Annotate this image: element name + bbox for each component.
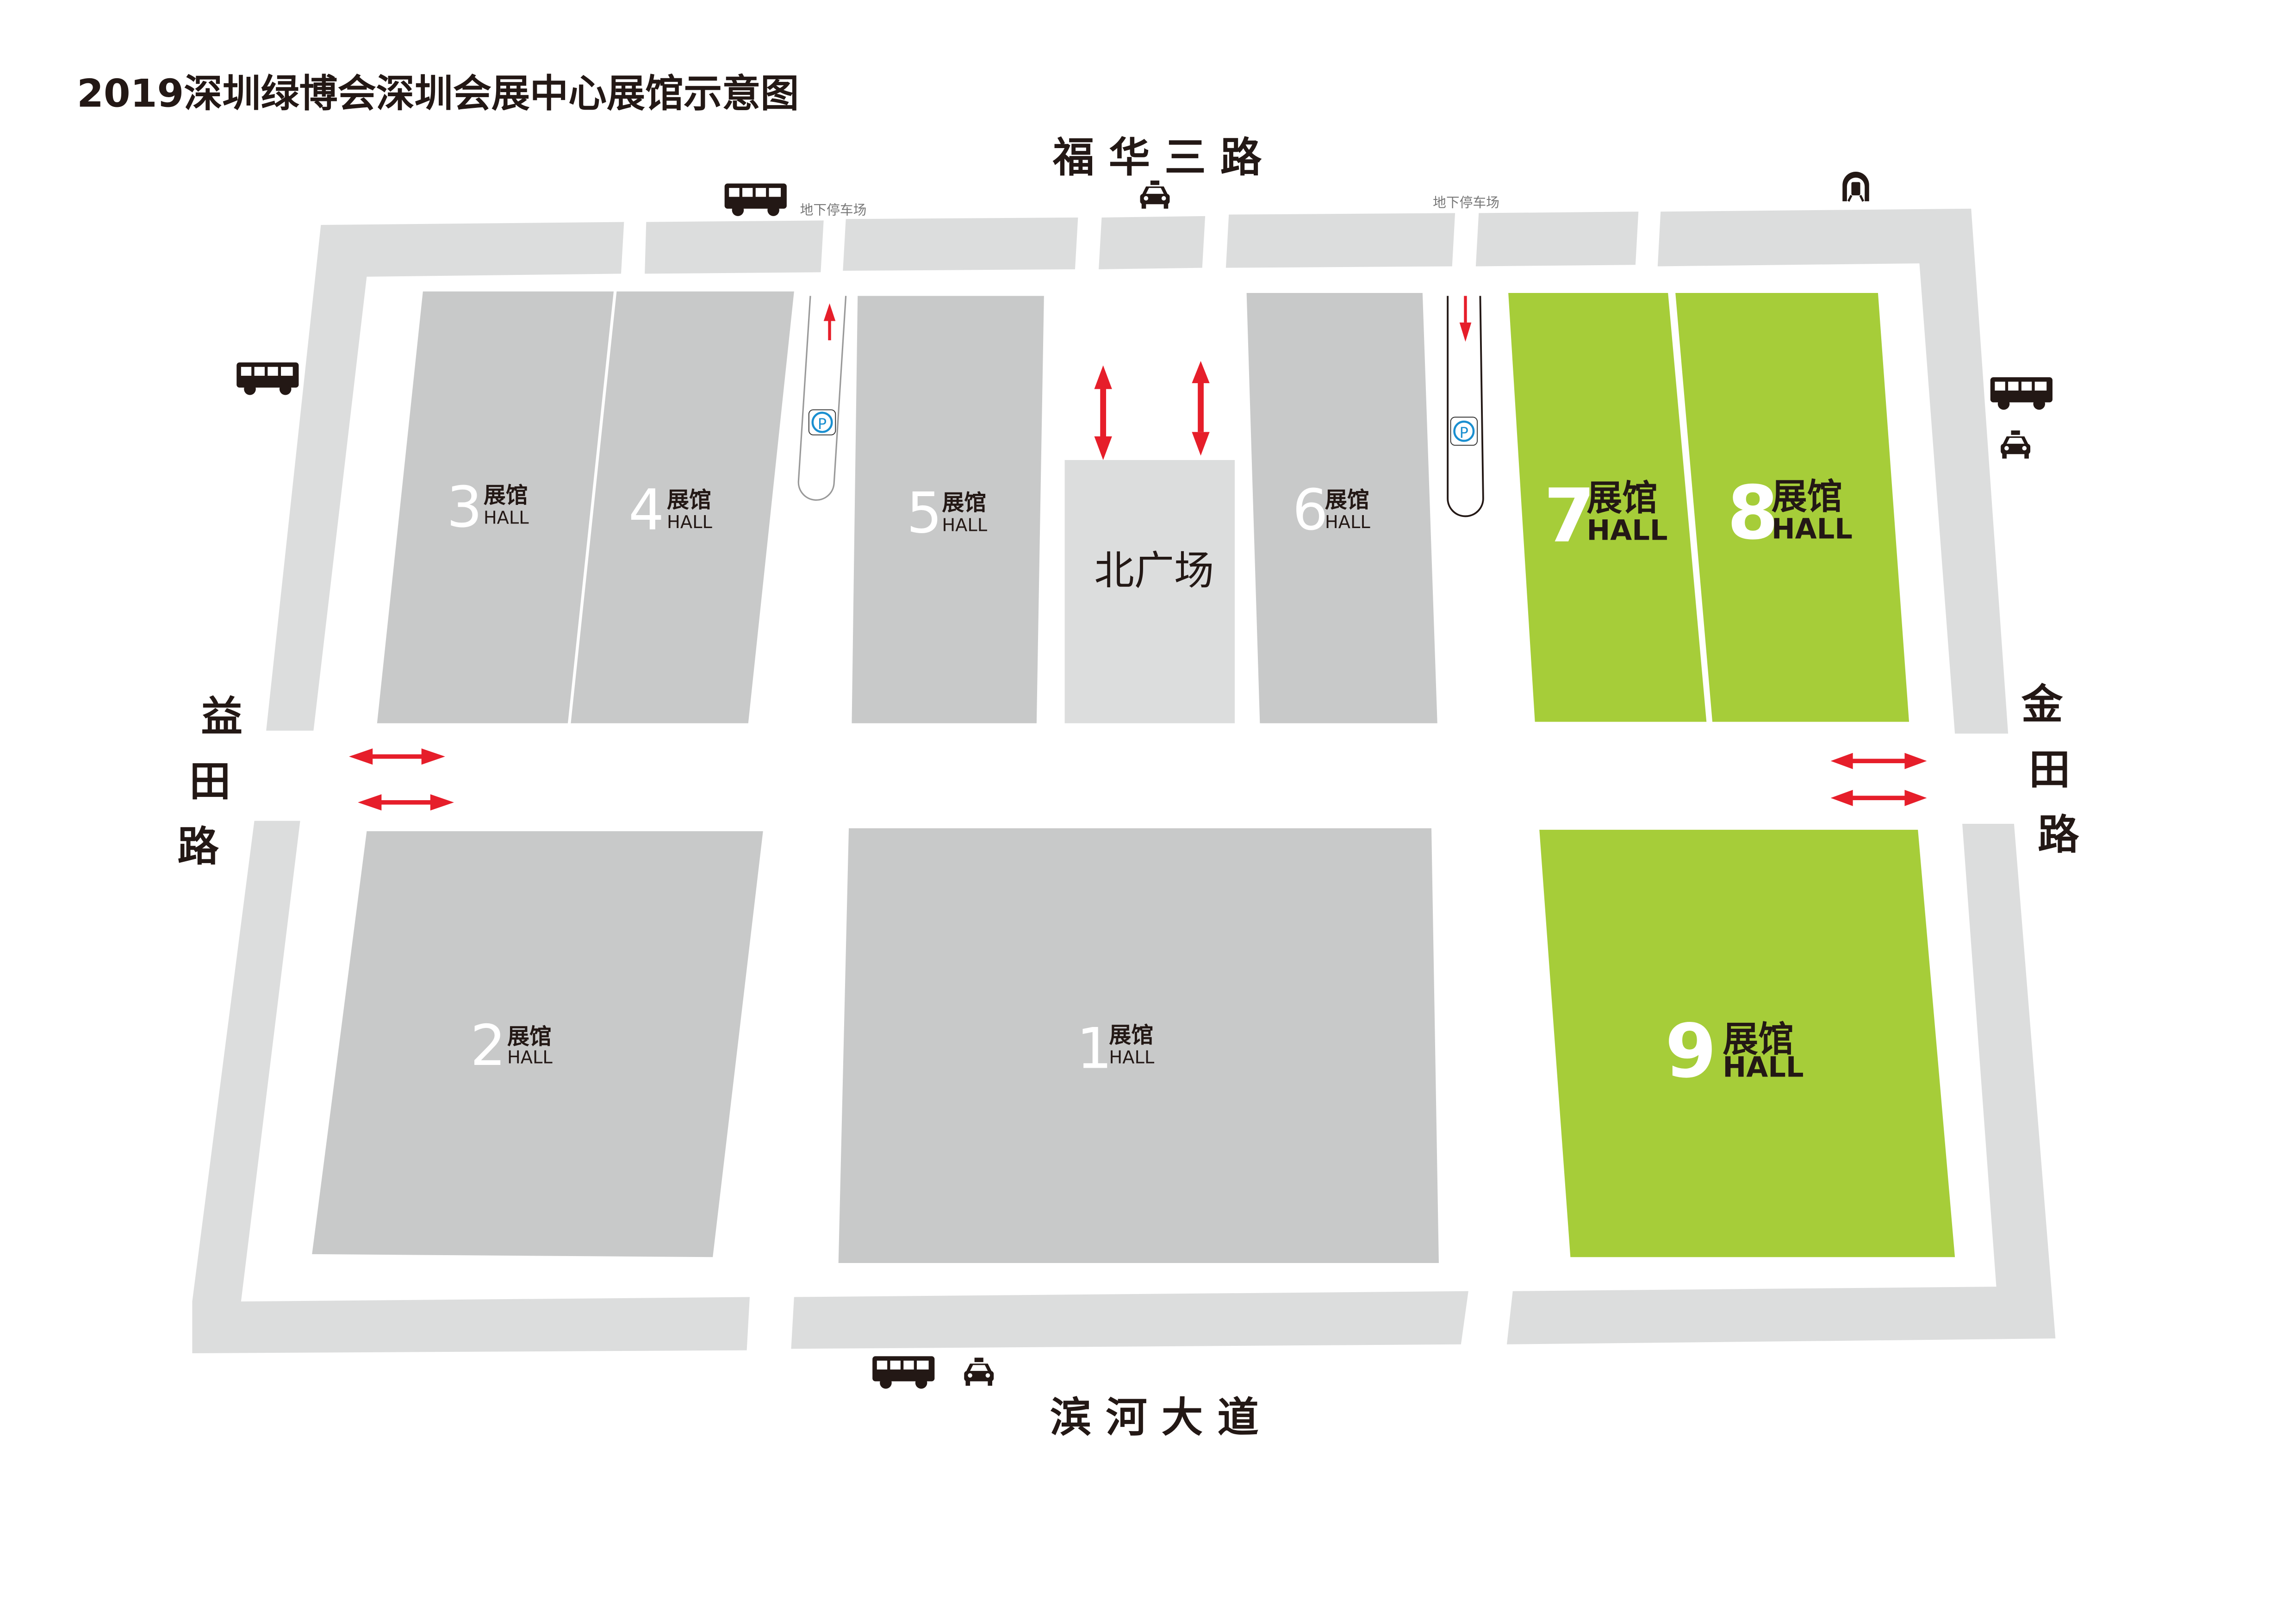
svg-text:展馆: 展馆 xyxy=(942,491,986,516)
two-way-arrow xyxy=(349,748,445,765)
road-ring xyxy=(192,208,2056,1353)
svg-text:P: P xyxy=(1460,424,1468,442)
svg-text:HALL: HALL xyxy=(1723,1051,1804,1083)
svg-text:8: 8 xyxy=(1727,470,1779,556)
two-way-arrow xyxy=(1192,361,1210,456)
svg-text:金: 金 xyxy=(2021,681,2063,729)
entry-arrow-up xyxy=(823,303,836,341)
svg-text:路: 路 xyxy=(2038,811,2079,859)
svg-text:HALL: HALL xyxy=(507,1047,553,1068)
hall-1[interactable] xyxy=(838,828,1439,1263)
metro-icon xyxy=(1842,172,1869,201)
svg-text:P: P xyxy=(818,415,827,433)
svg-text:HALL: HALL xyxy=(1772,513,1853,545)
parking-label: 地下停车场 xyxy=(1433,195,1499,211)
street-east: 金 田 路 xyxy=(2021,681,2079,859)
street-north: 福 华 三 路 xyxy=(1052,134,1262,182)
parking-icon: P xyxy=(1450,417,1478,446)
parking-lane-east xyxy=(1447,296,1484,517)
svg-text:路: 路 xyxy=(177,823,219,871)
svg-text:展馆: 展馆 xyxy=(667,487,711,513)
hall-3[interactable] xyxy=(377,291,614,723)
bus-icon xyxy=(724,183,787,216)
svg-text:展馆: 展馆 xyxy=(1723,1019,1793,1060)
svg-text:田: 田 xyxy=(2029,746,2070,794)
svg-text:2: 2 xyxy=(470,1013,506,1078)
hall-4[interactable] xyxy=(571,291,794,723)
svg-text:田: 田 xyxy=(189,758,230,806)
north-plaza-label: 北广场 xyxy=(1094,548,1214,594)
svg-text:HALL: HALL xyxy=(1109,1047,1154,1068)
bus-icon xyxy=(872,1356,935,1389)
svg-text:5: 5 xyxy=(907,480,942,546)
hall-6[interactable] xyxy=(1246,292,1437,723)
hall-7[interactable] xyxy=(1508,292,1707,722)
svg-text:4: 4 xyxy=(628,477,664,543)
svg-text:展馆: 展馆 xyxy=(484,483,528,509)
bus-icon xyxy=(1990,377,2052,410)
hall-9[interactable] xyxy=(1539,829,1955,1257)
svg-text:益: 益 xyxy=(201,693,243,741)
north-plaza[interactable] xyxy=(1064,460,1235,723)
svg-text:3: 3 xyxy=(447,474,482,540)
two-way-arrow xyxy=(1830,753,1927,769)
svg-text:HALL: HALL xyxy=(667,512,712,533)
street-south: 滨 河 大 道 xyxy=(1050,1394,1259,1442)
two-way-arrow xyxy=(358,794,454,811)
parking-label: 地下停车场 xyxy=(800,202,867,218)
svg-text:展馆: 展馆 xyxy=(1772,476,1842,517)
two-way-arrow xyxy=(1830,790,1927,806)
svg-text:7: 7 xyxy=(1544,473,1595,559)
parking-lane-west xyxy=(797,296,847,501)
hall-5[interactable] xyxy=(852,296,1044,723)
svg-text:展馆: 展馆 xyxy=(1109,1023,1153,1048)
svg-text:HALL: HALL xyxy=(1325,512,1370,533)
street-west: 益 田 路 xyxy=(177,693,243,871)
taxi-icon xyxy=(964,1357,994,1386)
svg-text:展馆: 展馆 xyxy=(1586,478,1657,519)
svg-text:6: 6 xyxy=(1293,477,1328,543)
map-title: 2019深圳绿博会深圳会展中心展馆示意图 xyxy=(77,71,799,116)
exit-arrow-down xyxy=(1459,296,1472,342)
hall-2[interactable] xyxy=(312,831,763,1257)
taxi-icon xyxy=(1140,180,1170,209)
svg-text:1: 1 xyxy=(1076,1015,1112,1081)
svg-text:展馆: 展馆 xyxy=(1325,487,1369,513)
svg-text:HALL: HALL xyxy=(484,507,529,528)
svg-text:HALL: HALL xyxy=(942,515,987,535)
svg-text:9: 9 xyxy=(1665,1008,1717,1094)
bus-icon xyxy=(236,362,299,395)
svg-text:HALL: HALL xyxy=(1586,515,1667,547)
two-way-arrow xyxy=(1094,365,1112,460)
parking-icon: P xyxy=(808,409,836,436)
hall-8[interactable] xyxy=(1675,292,1909,722)
svg-text:展馆: 展馆 xyxy=(507,1024,552,1050)
taxi-icon xyxy=(2001,430,2031,459)
